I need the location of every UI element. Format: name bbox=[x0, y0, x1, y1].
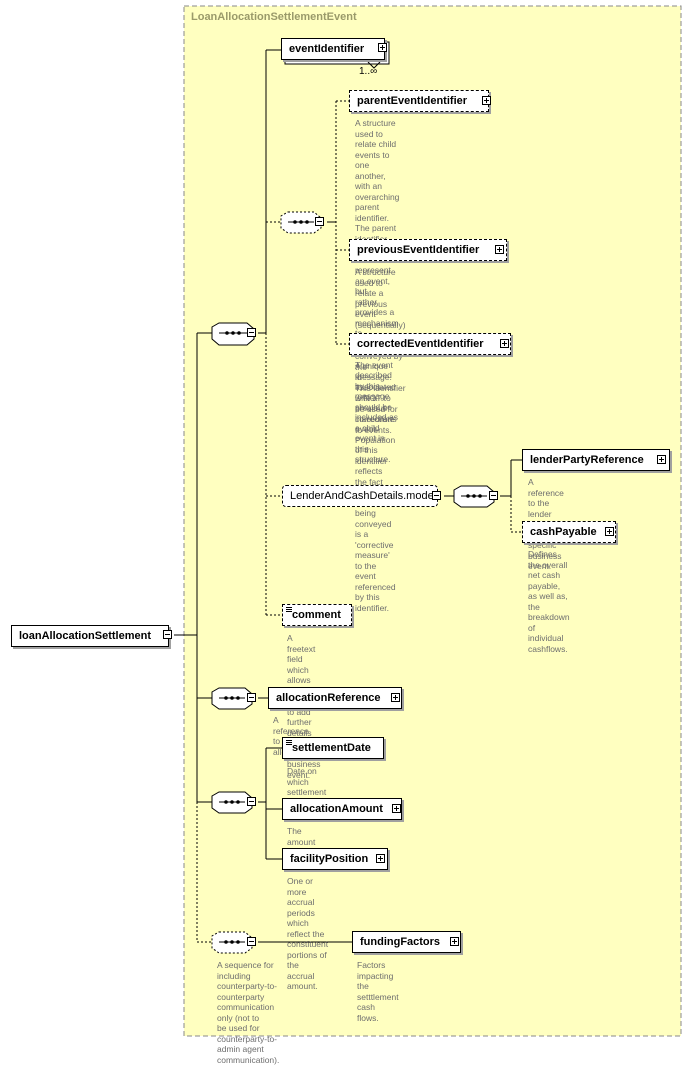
collapse-icon[interactable] bbox=[489, 491, 498, 500]
settlement-date-label: settlementDate bbox=[292, 742, 371, 754]
settlement-date-element[interactable]: settlementDate bbox=[282, 737, 384, 759]
collapse-icon[interactable] bbox=[315, 217, 324, 226]
cash-payable-label: cashPayable bbox=[530, 526, 597, 538]
lender-and-cash-details-label: LenderAndCashDetails.model bbox=[290, 490, 437, 502]
facility-position-element[interactable]: facilityPosition bbox=[282, 848, 388, 870]
sequence-compositor-funding bbox=[211, 931, 253, 954]
corrected-event-identifier-desc: A unique id associated with a previous i… bbox=[355, 361, 396, 613]
expand-icon[interactable] bbox=[605, 527, 614, 536]
sequence-compositor-main bbox=[211, 322, 255, 346]
text-content-icon bbox=[286, 740, 292, 747]
expand-icon[interactable] bbox=[657, 455, 666, 464]
sequence-compositor-allocation bbox=[211, 687, 253, 710]
cash-payable-desc: Defines the overall net cash payable, as… bbox=[528, 549, 570, 654]
lender-party-reference-element[interactable]: lenderPartyReference bbox=[522, 449, 670, 471]
root-element-label: loanAllocationSettlement bbox=[19, 630, 152, 642]
connector-lines bbox=[174, 49, 522, 943]
allocation-amount-element[interactable]: allocationAmount bbox=[282, 798, 402, 820]
collapse-icon[interactable] bbox=[247, 937, 256, 946]
expand-icon[interactable] bbox=[378, 43, 387, 52]
lender-party-reference-label: lenderPartyReference bbox=[530, 454, 644, 466]
sequence-compositor-lender bbox=[453, 485, 495, 508]
previous-event-identifier-label: previousEventIdentifier bbox=[357, 244, 480, 256]
event-identifier-cardinality: 1..∞ bbox=[359, 66, 378, 77]
funding-factors-element[interactable]: fundingFactors bbox=[352, 931, 461, 953]
corrected-event-identifier-label: correctedEventIdentifier bbox=[357, 338, 484, 350]
expand-icon[interactable] bbox=[376, 854, 385, 863]
sequence-compositor-event-links bbox=[280, 211, 322, 234]
collapse-icon[interactable] bbox=[247, 328, 256, 337]
facility-position-desc: One or more accrual periods which reflec… bbox=[287, 876, 329, 991]
expand-icon[interactable] bbox=[495, 245, 504, 254]
event-identifier-label: eventIdentifier bbox=[289, 43, 365, 55]
sequence-compositor-settlement bbox=[211, 791, 253, 814]
expand-icon[interactable] bbox=[500, 339, 509, 348]
expand-icon[interactable] bbox=[392, 804, 401, 813]
event-identifier-element[interactable]: eventIdentifier bbox=[281, 38, 385, 60]
expand-icon[interactable] bbox=[391, 693, 400, 702]
text-content-icon bbox=[286, 607, 292, 614]
previous-event-identifier-element[interactable]: previousEventIdentifier bbox=[349, 239, 507, 261]
collapse-icon[interactable] bbox=[247, 797, 256, 806]
collapse-icon[interactable] bbox=[432, 491, 441, 500]
group-title: LoanAllocationSettlementEvent bbox=[191, 11, 357, 23]
allocation-reference-label: allocationReference bbox=[276, 692, 381, 704]
collapse-icon[interactable] bbox=[247, 693, 256, 702]
comment-element[interactable]: comment bbox=[282, 604, 352, 626]
funding-sequence-desc: A sequence for including counterparty-to… bbox=[217, 960, 280, 1065]
lender-and-cash-details-model[interactable]: LenderAndCashDetails.model bbox=[282, 485, 438, 507]
parent-event-identifier-label: parentEventIdentifier bbox=[357, 95, 468, 107]
root-element[interactable]: loanAllocationSettlement bbox=[11, 625, 169, 647]
collapse-icon[interactable] bbox=[163, 630, 172, 639]
cash-payable-element[interactable]: cashPayable bbox=[522, 521, 616, 543]
corrected-event-identifier-element[interactable]: correctedEventIdentifier bbox=[349, 333, 511, 355]
allocation-reference-element[interactable]: allocationReference bbox=[268, 687, 402, 709]
cardinality-marker-icon bbox=[367, 61, 381, 69]
expand-icon[interactable] bbox=[482, 96, 491, 105]
allocation-amount-label: allocationAmount bbox=[290, 803, 383, 815]
expand-icon[interactable] bbox=[450, 937, 459, 946]
funding-factors-label: fundingFactors bbox=[360, 936, 441, 948]
comment-label: comment bbox=[292, 609, 341, 621]
parent-event-identifier-element[interactable]: parentEventIdentifier bbox=[349, 90, 489, 112]
funding-factors-desc: Factors impacting the setttlement cash f… bbox=[357, 960, 399, 1023]
facility-position-label: facilityPosition bbox=[290, 853, 369, 865]
